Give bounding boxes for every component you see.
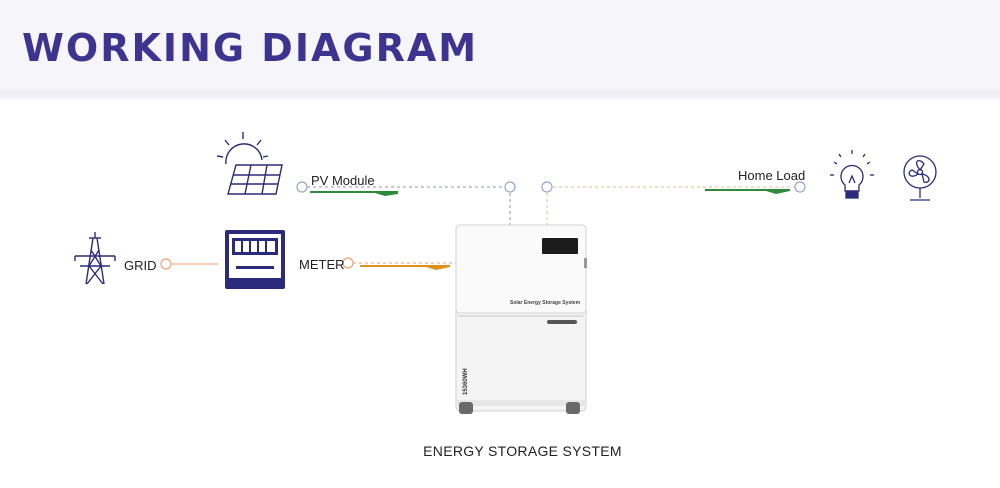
light-bulb-icon <box>830 150 874 199</box>
header-band <box>0 0 1000 98</box>
grid-tower-icon <box>74 232 116 285</box>
load-junction-node <box>541 181 553 193</box>
meter-node <box>342 257 354 269</box>
meter-label: METER <box>299 257 345 272</box>
home-load-label: Home Load <box>738 168 806 183</box>
home-load-connection-line <box>546 186 795 226</box>
fan-icon <box>903 155 937 201</box>
page-title: WORKING DIAGRAM <box>22 26 479 70</box>
solar-panel-icon <box>216 132 283 195</box>
pv-junction-node <box>504 181 516 193</box>
energy-storage-unit <box>455 224 587 414</box>
meter-icon <box>225 230 285 289</box>
grid-label: GRID <box>124 258 157 273</box>
home-load-node <box>794 181 806 193</box>
unit-capacity-label: 15360WH <box>463 368 469 395</box>
pv-connection-line <box>307 186 511 226</box>
home-load-flow-arrow <box>705 189 790 194</box>
unit-front-label: Solar Energy Storage System <box>510 300 581 306</box>
header-shadow <box>0 90 1000 104</box>
pv-flow-arrow <box>310 191 398 196</box>
pv-module-label: PV Module <box>311 173 375 188</box>
diagram-caption: ENERGY STORAGE SYSTEM <box>423 443 622 459</box>
pv-node <box>296 181 308 193</box>
grid-node <box>160 258 172 270</box>
meter-flow-arrow <box>360 265 450 270</box>
